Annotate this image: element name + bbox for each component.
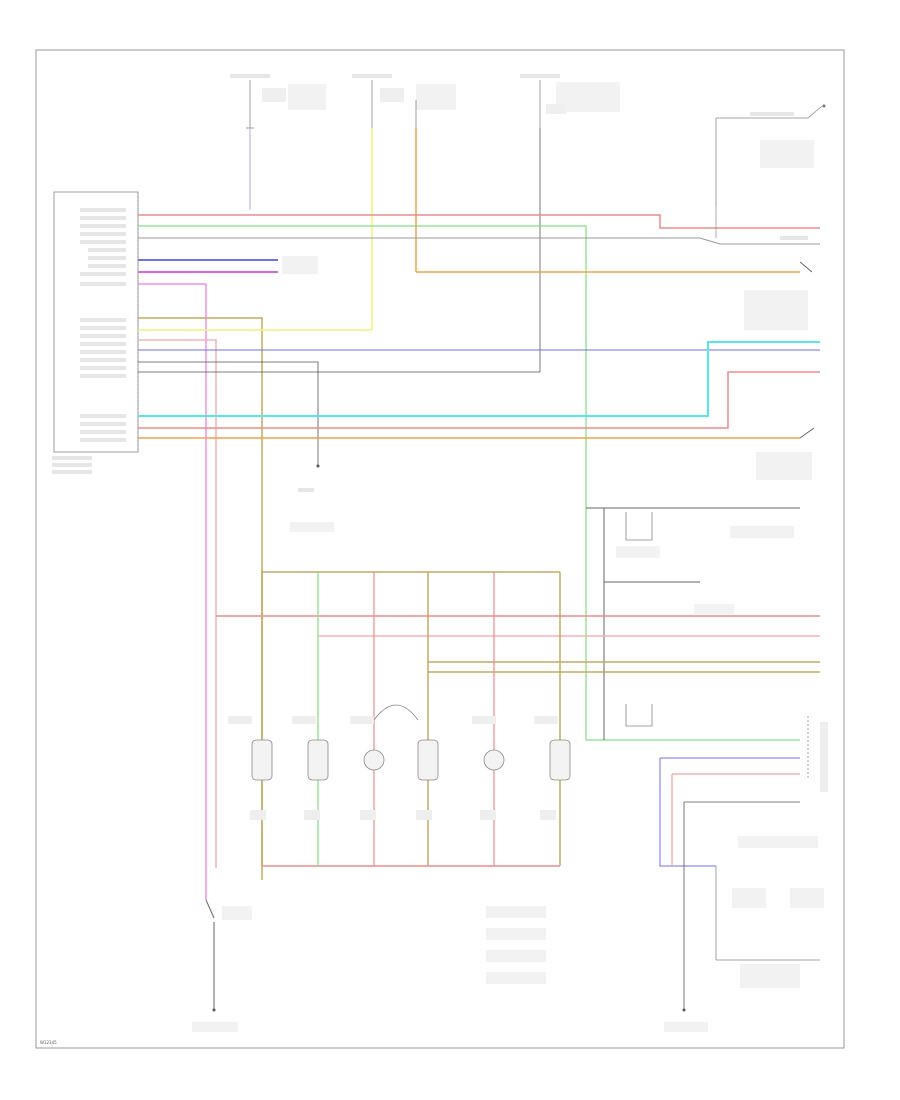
- top-right-switch: [715, 104, 826, 206]
- wire-orange-lower: [138, 427, 815, 439]
- wire-blue-rt: [138, 256, 318, 274]
- wire-cyan: [138, 341, 820, 417]
- lamp-5: [472, 716, 505, 771]
- right-switch-label-2: [756, 452, 812, 480]
- lamp-bottom-labels: [250, 810, 556, 820]
- wire-orange-switch: [416, 261, 813, 273]
- wire-gray-top: [138, 206, 820, 245]
- wire-red-mid: [138, 339, 217, 868]
- fuse-block-3: [520, 74, 620, 128]
- bus-olive-1: [428, 661, 820, 673]
- wire-red-top: [138, 214, 820, 229]
- lamp-1: [228, 716, 273, 781]
- wire-magenta-down: [138, 283, 207, 862]
- lamp-4: [373, 704, 439, 781]
- fuse-block-2: [352, 74, 456, 128]
- fuse-block-1: [230, 74, 326, 129]
- lower-right-module: [659, 716, 828, 1032]
- control-unit-pin-labels: [52, 208, 126, 474]
- wire-black-mid: [138, 361, 540, 466]
- legend-block: [486, 906, 546, 984]
- right-switch-label: [744, 290, 808, 330]
- wire-green-top: [138, 225, 800, 741]
- lamp-2: [292, 716, 329, 781]
- footer-id: W12345: [40, 1040, 57, 1045]
- diagram-frame: [35, 49, 845, 1049]
- wire-red-lower: [138, 371, 820, 429]
- lamp-3: [350, 716, 385, 771]
- lower-left-switch: [192, 862, 252, 1032]
- wire-green-mid: [138, 317, 263, 880]
- ground-left-mid: [290, 464, 334, 532]
- right-ground-module: [586, 507, 800, 740]
- lamp-6: [534, 716, 571, 781]
